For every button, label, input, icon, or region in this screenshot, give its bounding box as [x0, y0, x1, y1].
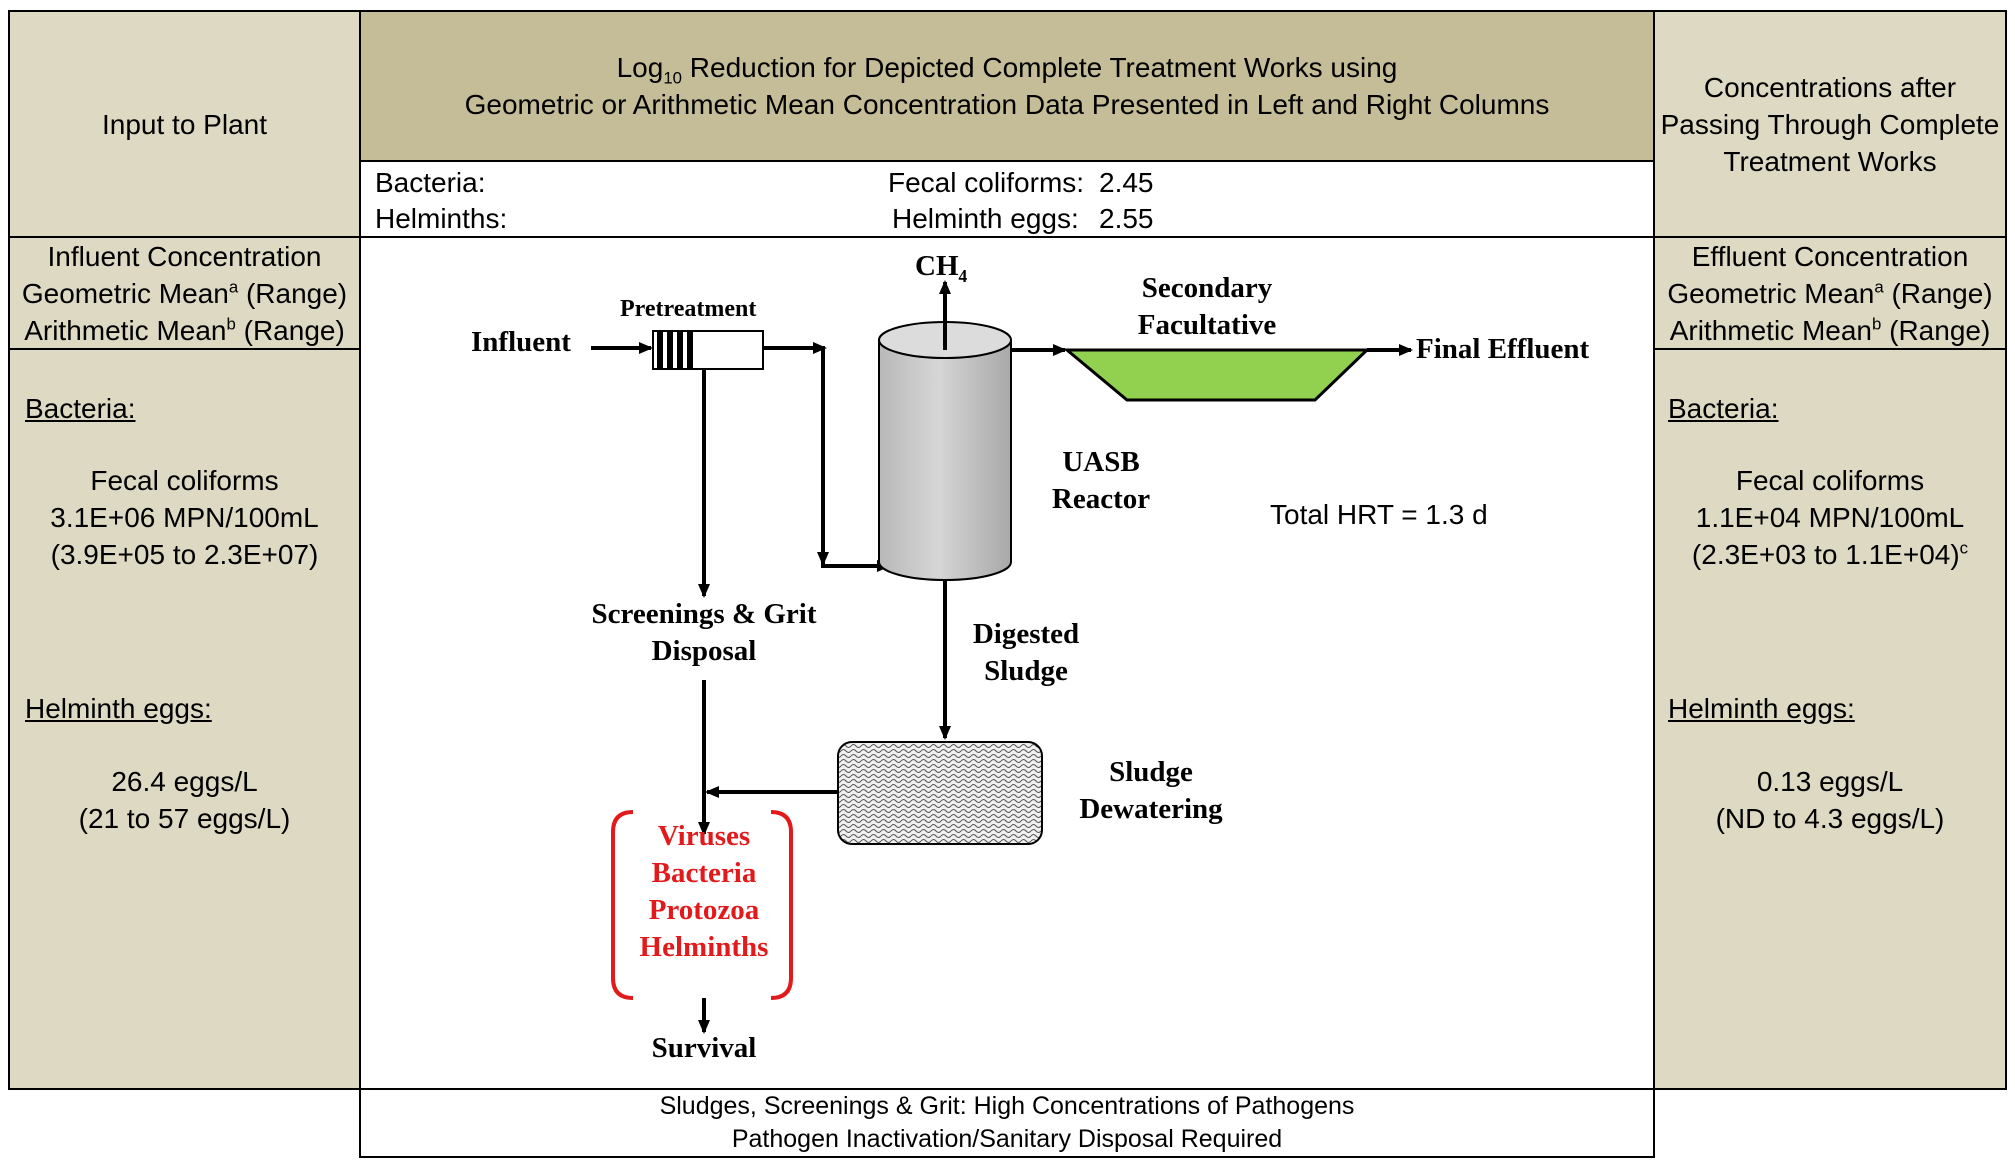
left-fecal-value: 3.1E+06 MPN/100mL [50, 502, 319, 533]
digested-sludge-label: Digested Sludge [972, 618, 1080, 687]
pathogen-bacteria: Bacteria [651, 857, 757, 889]
right-helminth-value: 0.13 eggs/L [1756, 766, 1904, 797]
center-fecal-value: 2.45 [1099, 167, 1154, 198]
geometric-mean-label: Geometric Meana (Range) [21, 277, 348, 309]
right-header-line2: Passing Through Complete [1660, 108, 2000, 140]
arithmetic-mean-label: Arithmetic Meanb (Range) [24, 314, 345, 346]
right-helminth-range: (ND to 4.3 eggs/L) [1715, 803, 1945, 834]
right-bacteria-values: Fecal coliforms 1.1E+04 MPN/100mL (2.3E+… [1655, 462, 2005, 573]
center-eggs-value: 2.55 [1099, 203, 1154, 234]
center-eggs-label: Helminth eggs: [892, 203, 1079, 234]
left-fecal-range: (3.9E+05 to 2.3E+07) [50, 539, 319, 570]
right-fecal-range: (2.3E+03 to 1.1E+04)c [1691, 538, 1969, 570]
left-subheader-cell: Influent Concentration Geometric Meana (… [8, 236, 361, 350]
screenings-disposal-label: Screenings & Grit Disposal [591, 598, 817, 667]
left-fecal-coliforms: Fecal coliforms [90, 465, 279, 496]
process-diagram-cell: Influent Pretreatment CH4 Secondary Facu… [359, 236, 1655, 1090]
pathogen-protozoa: Protozoa [648, 894, 760, 926]
influent-concentration-label: Influent Concentration [47, 240, 322, 272]
center-fecal-label: Fecal coliforms: [888, 167, 1085, 198]
sludge-dewatering-icon [837, 741, 1043, 845]
influent-label: Influent [471, 326, 571, 358]
center-helminths-label: Helminths: [375, 203, 508, 234]
facultative-pond-icon [1062, 348, 1371, 402]
left-helminth-range: (21 to 57 eggs/L) [78, 803, 291, 834]
right-helminth-label: Helminth eggs: [1668, 693, 1855, 724]
center-title-line1: Log10 Reduction for Depicted Complete Tr… [616, 52, 1398, 88]
right-header-cell: Concentrations after Passing Through Com… [1653, 10, 2007, 238]
right-header-line1: Concentrations after [1703, 71, 1957, 103]
right-fecal-value: 1.1E+04 MPN/100mL [1695, 502, 1965, 533]
center-bacteria-label: Bacteria: [375, 167, 486, 198]
left-bacteria-label: Bacteria: [25, 393, 136, 424]
uasb-reactor-icon [878, 321, 1012, 581]
secondary-facultative-label: Secondary Facultative [1137, 272, 1277, 341]
footer-line2: Pathogen Inactivation/Sanitary Disposal … [731, 1125, 1283, 1153]
center-title-cell: Log10 Reduction for Depicted Complete Tr… [359, 10, 1655, 162]
right-header-line3: Treatment Works [1723, 145, 1937, 177]
effluent-concentration-label: Effluent Concentration [1691, 240, 1969, 272]
left-bacteria-values: Fecal coliforms 3.1E+06 MPN/100mL (3.9E+… [10, 462, 359, 573]
total-hrt-label: Total HRT = 1.3 d [1270, 499, 1488, 530]
pathogen-helminths: Helminths [639, 931, 769, 963]
right-arithmetic-mean-label: Arithmetic Meanb (Range) [1669, 314, 1991, 346]
log-reduction-cell: Bacteria: Fecal coliforms: 2.45 Helminth… [359, 160, 1655, 238]
right-subheader-cell: Effluent Concentration Geometric Meana (… [1653, 236, 2007, 350]
left-helminth-values: 26.4 eggs/L (21 to 57 eggs/L) [10, 763, 359, 837]
pretreatment-label: Pretreatment [620, 296, 757, 322]
pathogen-list: Viruses Bacteria Protozoa Helminths [604, 818, 804, 966]
ch4-label: CH4 [915, 250, 968, 286]
right-bacteria-label: Bacteria: [1668, 393, 1779, 424]
final-effluent-label: Final Effluent [1416, 333, 1590, 365]
uasb-reactor-label: UASB Reactor [1051, 446, 1151, 515]
center-title-line2: Geometric or Arithmetic Mean Concentrati… [464, 89, 1550, 120]
pretreatment-unit [652, 330, 764, 370]
footer-note-cell: Sludges, Screenings & Grit: High Concent… [359, 1088, 1655, 1158]
footer-line1: Sludges, Screenings & Grit: High Concent… [659, 1092, 1355, 1120]
process-flow-diagram [591, 280, 1413, 1034]
survival-label: Survival [651, 1032, 757, 1064]
left-header: Input to Plant [101, 108, 267, 140]
sludge-dewatering-label: Sludge Dewatering [1079, 756, 1223, 825]
left-helminth-label: Helminth eggs: [25, 693, 212, 724]
right-values-cell: Bacteria: Fecal coliforms 1.1E+04 MPN/10… [1653, 348, 2007, 1090]
pathogen-viruses: Viruses [657, 820, 751, 852]
right-fecal-coliforms: Fecal coliforms [1735, 465, 1925, 496]
pathogen-right-bracket [770, 810, 793, 1000]
left-values-cell: Bacteria: Fecal coliforms 3.1E+06 MPN/10… [8, 348, 361, 1090]
left-header-cell: Input to Plant [8, 10, 361, 238]
left-helminth-value: 26.4 eggs/L [111, 766, 258, 797]
pathogen-left-bracket [611, 810, 634, 1000]
right-geometric-mean-label: Geometric Meana (Range) [1667, 277, 1993, 309]
pretreat-to-reactor-line [821, 348, 891, 572]
right-helminth-values: 0.13 eggs/L (ND to 4.3 eggs/L) [1655, 763, 2005, 837]
